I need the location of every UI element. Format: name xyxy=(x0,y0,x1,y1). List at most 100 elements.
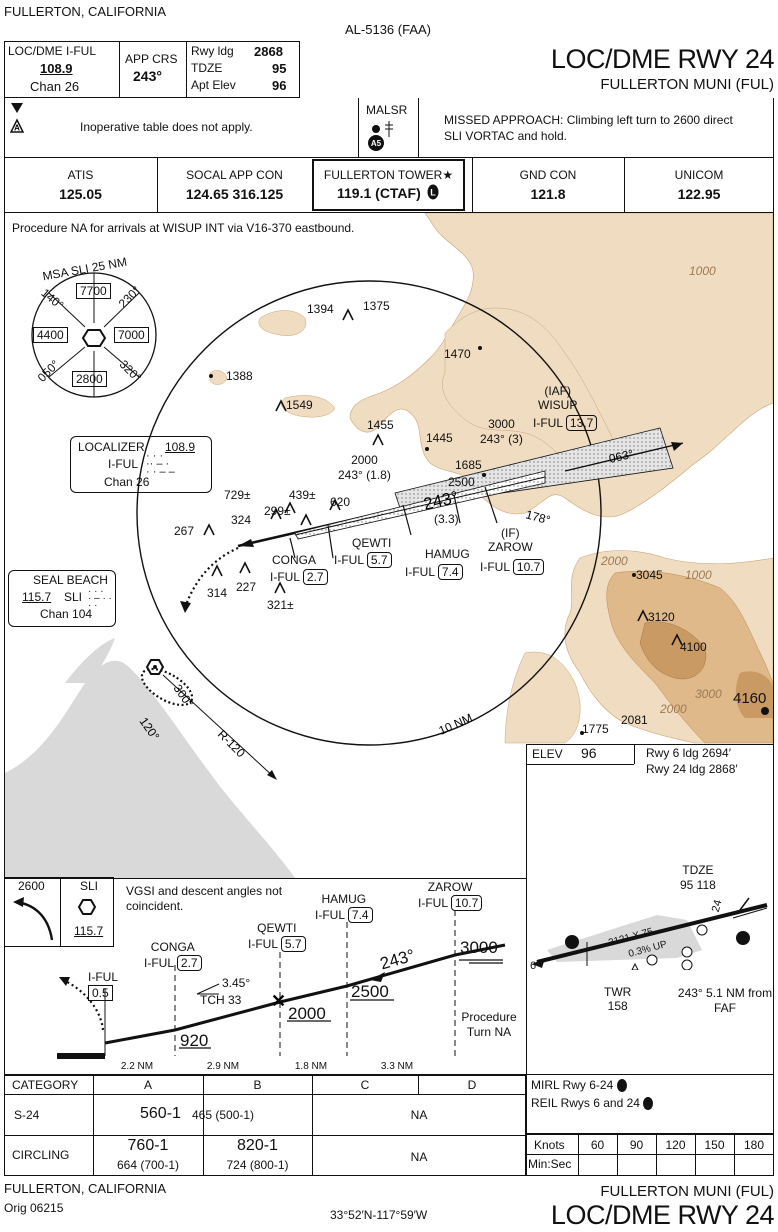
loc-label: LOC/DME I-FUL xyxy=(8,44,97,58)
profile-alt-2500: 2500 xyxy=(351,982,389,1001)
s24-cd-na: NA xyxy=(410,1108,428,1122)
speed-120: 120 xyxy=(665,1138,686,1152)
notes-row xyxy=(4,98,774,158)
conga-dme: I-FUL 2.7 xyxy=(270,569,328,585)
procedure-turn-na: Procedure Turn NA xyxy=(461,1010,517,1039)
elev-1549: 1549 xyxy=(286,398,313,412)
descent-path xyxy=(104,943,506,1045)
speed-180: 180 xyxy=(743,1138,765,1152)
s24-label: S-24 xyxy=(14,1108,40,1122)
svg-text:A5: A5 xyxy=(371,139,382,148)
conga-label: CONGA xyxy=(272,553,317,567)
msa-alt-e: 7000 xyxy=(114,327,149,343)
seal-beach-chan: Chan 104 xyxy=(40,607,93,621)
profile-hold-alt: 2600 xyxy=(18,879,45,893)
alt-2500-label: 2500 xyxy=(448,475,475,489)
reil-note: REIL Rwys 6 and 24 xyxy=(531,1096,654,1111)
elev-2081: 2081 xyxy=(621,713,648,727)
header-title: LOC/DME RWY 24 xyxy=(550,44,775,74)
s24-sub: 465 (500-1) xyxy=(192,1108,255,1122)
outbound-label: 063° xyxy=(608,447,636,466)
rwy-ldg-label: Rwy ldg xyxy=(191,44,234,58)
circling-label: CIRCLING xyxy=(12,1148,70,1162)
morse-code-sli-icon: · · ·· – · ·· · xyxy=(88,586,112,611)
profile-alt-920: 920 xyxy=(180,1031,209,1050)
elev-4100: 4100 xyxy=(680,640,707,654)
profile-view xyxy=(4,879,526,1075)
elev-1445: 1445 xyxy=(426,431,453,445)
ctaf-icon: L xyxy=(427,184,439,200)
circ-cd-na: NA xyxy=(410,1150,428,1164)
profile-sli-freq: 115.7 xyxy=(74,924,104,938)
profile-alt-3000: 3000 xyxy=(460,938,498,957)
app-crs-label: APP CRS xyxy=(125,52,178,66)
elev-299: 299± xyxy=(264,504,291,518)
circ-b-main: 820-1 xyxy=(237,1137,278,1154)
seg-18: 1.8 NM xyxy=(294,1061,328,1072)
app-crs: 243° xyxy=(133,68,162,84)
seal-beach-box xyxy=(8,570,116,627)
s24-main: 560-1 xyxy=(140,1105,181,1122)
localizer-id: I-FUL xyxy=(108,457,138,471)
vgsi-note: VGSI and descent angles not coincident. xyxy=(126,884,283,913)
speed-60: 60 xyxy=(590,1138,605,1152)
timing-table xyxy=(526,1134,774,1176)
svg-text:2000: 2000 xyxy=(659,702,687,716)
elev-439: 439± xyxy=(289,488,316,502)
svg-text:A: A xyxy=(14,124,20,133)
profile-graphic: ✕ xyxy=(57,910,506,1059)
briefing-box xyxy=(4,41,300,98)
elev-1470: 1470 xyxy=(444,347,471,361)
msa-alt-w: 4400 xyxy=(33,327,68,343)
minsec-label: Min:Sec xyxy=(528,1157,572,1171)
localizer-box xyxy=(70,436,212,493)
elev-3045: 3045 xyxy=(636,568,663,582)
speed-150: 150 xyxy=(704,1138,725,1152)
header-location: FULLERTON, CALIFORNIA xyxy=(4,4,167,19)
circ-a-main: 760-1 xyxy=(127,1137,169,1154)
localizer-chan: Chan 26 xyxy=(104,475,150,489)
ten-nm-label: 10 NM xyxy=(437,711,475,738)
qewti-label: QEWTI xyxy=(352,536,392,550)
profile-tch: TCH 33 xyxy=(200,993,242,1007)
terrain-island-a xyxy=(258,310,307,336)
category-label: CATEGORY xyxy=(12,1078,79,1092)
localizer-freq: 108.9 xyxy=(165,440,196,454)
rwy6-ldg: Rwy 6 ldg 2694′ xyxy=(646,746,731,760)
tower-box xyxy=(312,159,465,211)
dist-33-label: (3.3) xyxy=(434,512,459,526)
seg-22: 2.2 NM xyxy=(105,1061,169,1072)
footer-orig: Orig 06215 xyxy=(4,1201,64,1215)
inop-note: Inoperative table does not apply. xyxy=(80,120,253,134)
knots-label: Knots xyxy=(534,1138,565,1152)
terrain-south xyxy=(504,651,581,744)
elev-620: 620 xyxy=(330,495,351,509)
unicom-name: UNICOM xyxy=(674,168,724,182)
plan-view xyxy=(4,213,774,879)
loc-freq: 108.9 xyxy=(40,61,73,76)
seg-29: 2.9 NM xyxy=(206,1061,240,1072)
iaf-label: (IAF)WISUP xyxy=(538,384,578,412)
atis-name: ATIS xyxy=(67,168,94,182)
seal-beach-freq: 115.7 xyxy=(22,590,52,604)
unicom-freq: 122.95 xyxy=(677,186,721,202)
hold-in-label: 300° xyxy=(171,682,197,711)
terrain-island-c xyxy=(209,370,228,385)
svg-text:✕: ✕ xyxy=(271,991,286,1011)
missed-approach: MISSED APPROACH: Climbing left turn to 2… xyxy=(444,113,733,143)
gnd-freq: 121.8 xyxy=(530,186,566,202)
crs-178-label: 178° xyxy=(524,507,552,527)
footer-coords: 33°52′N-117°59′W xyxy=(330,1208,428,1222)
terrain-high xyxy=(639,621,707,680)
elev-324: 324 xyxy=(231,513,252,527)
svg-text:1000: 1000 xyxy=(685,568,712,582)
profile-vortac-icon xyxy=(77,899,97,915)
